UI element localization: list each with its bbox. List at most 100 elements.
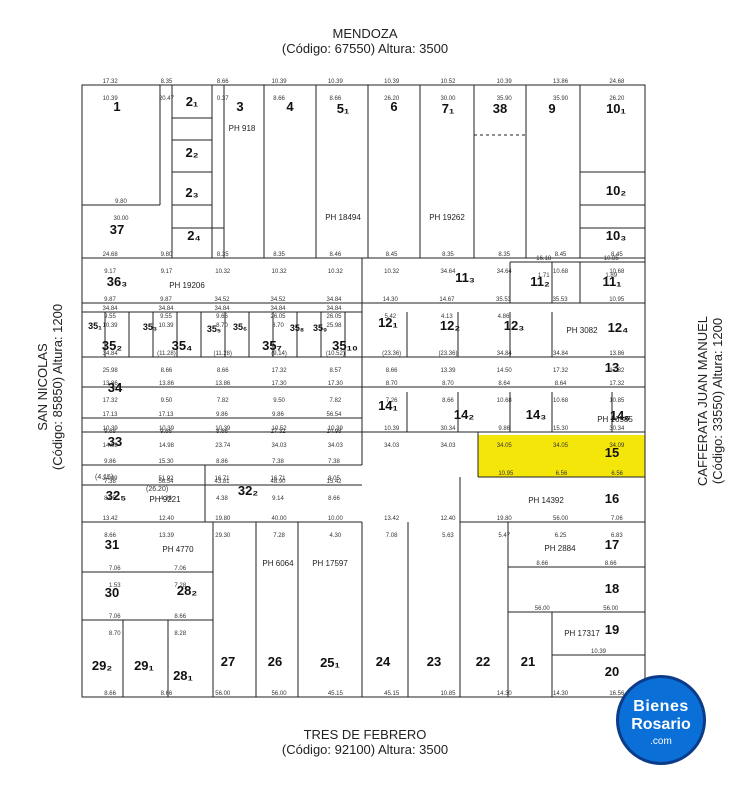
lot-label-2_1[interactable]: 2₁ — [186, 94, 199, 109]
lot-label-27[interactable]: 27 — [221, 654, 235, 669]
lot-label-20[interactable]: 20 — [605, 664, 619, 679]
lot-label-26[interactable]: 26 — [268, 654, 282, 669]
measure-label: 8.66 — [161, 691, 173, 697]
lot-label-35_3[interactable]: 35₃ — [143, 322, 157, 332]
lot-label-35_10[interactable]: 35₁₀ — [332, 338, 358, 353]
lot-label-31[interactable]: 31 — [105, 537, 119, 552]
measure-label: 26.05 — [326, 314, 342, 320]
measure-label: 17.13 — [102, 412, 118, 418]
measure-label: 5.42 — [384, 314, 396, 320]
lot-label-12_3[interactable]: 12₃ — [504, 318, 524, 333]
lot-label-7_1[interactable]: 7₁ — [442, 101, 455, 116]
measure-label: 16.18 — [536, 256, 552, 262]
lot-label-12_2[interactable]: 12₂ — [440, 318, 460, 333]
measure-label: 34.84 — [102, 306, 118, 312]
measure-label: 19.80 — [497, 516, 513, 522]
lot-label-14_1[interactable]: 14₁ — [378, 398, 398, 413]
lot-label-11_2[interactable]: 11₂ — [530, 274, 550, 289]
lot-label-35_2[interactable]: 35₂ — [102, 338, 122, 353]
lot-label-14_2[interactable]: 14₂ — [454, 407, 474, 422]
lot-label-14_6[interactable]: 14₆ — [610, 408, 630, 423]
measure-label: 10.68 — [609, 269, 625, 275]
measure-label: 13.42 — [103, 516, 119, 522]
measure-label: 6.83 — [611, 533, 623, 539]
lot-label-6[interactable]: 6 — [390, 99, 397, 114]
lot-label-12_1[interactable]: 12₁ — [378, 315, 398, 330]
lot-label-34[interactable]: 34 — [108, 380, 123, 395]
measure-label: 8.66 — [217, 368, 229, 374]
lot-label-19[interactable]: 19 — [605, 622, 619, 637]
lot-label-29_2[interactable]: 29₂ — [92, 658, 112, 673]
lot-label-28_2[interactable]: 28₂ — [177, 583, 197, 598]
lot-label-28_1[interactable]: 28₁ — [173, 668, 193, 683]
lot-label-35_7[interactable]: 35₇ — [262, 338, 282, 353]
lot-label-14_3[interactable]: 14₃ — [526, 407, 546, 422]
ph-label: PH 16585 — [597, 415, 633, 424]
lot-label-30[interactable]: 30 — [105, 585, 119, 600]
street-label-top: MENDOZA (Código: 67550) Altura: 3500 — [200, 26, 530, 56]
measure-label: 10.39 — [384, 426, 400, 432]
lot-label-1[interactable]: 1 — [113, 99, 120, 114]
lot-label-22[interactable]: 22 — [476, 654, 490, 669]
lot-label-2_2[interactable]: 2₂ — [185, 145, 198, 160]
measure-label: 15.30 — [158, 459, 174, 465]
lot-label-12_4[interactable]: 12₄ — [608, 320, 629, 335]
lot-label-10_2[interactable]: 10₂ — [606, 183, 626, 198]
lot-label-15[interactable]: 15 — [605, 445, 619, 460]
lot-label-3[interactable]: 3 — [236, 99, 243, 114]
measure-label: 56.00 — [603, 606, 619, 612]
measure-label: 10.68 — [497, 398, 513, 404]
lot-label-2_4[interactable]: 2₄ — [187, 228, 200, 243]
measure-label: 7.06 — [611, 516, 623, 522]
lot-label-9[interactable]: 9 — [548, 101, 555, 116]
lot-label-2_3[interactable]: 2₃ — [185, 185, 198, 200]
lot-label-11_1[interactable]: 11₁ — [602, 274, 621, 289]
lot-label-36_3[interactable]: 36₃ — [107, 274, 127, 289]
lot-label-21[interactable]: 21 — [521, 654, 535, 669]
lot-label-23[interactable]: 23 — [427, 654, 441, 669]
measure-label: 30.00 — [113, 216, 129, 222]
lot-label-35_6[interactable]: 35₆ — [233, 322, 247, 332]
lot-label-18[interactable]: 18 — [605, 581, 619, 596]
measure-label: 9.17 — [104, 269, 116, 275]
lot-label-11_3[interactable]: 11₃ — [455, 270, 475, 285]
lot-label-16[interactable]: 16 — [605, 491, 619, 506]
bienes-rosario-logo[interactable]: Bienes Rosario .com — [616, 675, 706, 765]
measure-label: 10.39 — [103, 96, 119, 102]
lot-label-4[interactable]: 4 — [286, 99, 294, 114]
lot-label-10_3[interactable]: 10₃ — [606, 228, 626, 243]
lot-label-35_8[interactable]: 35₈ — [290, 323, 304, 333]
measure-label: 30.34 — [440, 426, 456, 432]
measure-label: 8.45 — [555, 252, 567, 258]
lot-label-35_5[interactable]: 35₅ — [207, 324, 221, 334]
lot-label-32_5[interactable]: 32₅ — [106, 488, 126, 503]
lot-label-37[interactable]: 37 — [110, 222, 124, 237]
measure-label: (9.14) — [271, 351, 287, 357]
measure-label: 16.71 — [270, 476, 286, 482]
lot-label-17[interactable]: 17 — [605, 537, 619, 552]
ph-label: PH 19206 — [169, 281, 205, 290]
measure-label: 1.71 — [538, 273, 550, 279]
measure-label: 17.32 — [553, 368, 569, 374]
lot-label-35_4[interactable]: 35₄ — [172, 338, 193, 353]
lot-label-33[interactable]: 33 — [108, 434, 122, 449]
lot-label-35_9[interactable]: 35₉ — [313, 323, 327, 333]
measure-label: 25.98 — [326, 323, 342, 329]
measure-label: 9.80 — [161, 252, 173, 258]
measure-label: 13.86 — [159, 381, 175, 387]
measure-label: (4.15) — [95, 474, 113, 481]
measure-label: 0.37 — [217, 96, 229, 102]
lot-label-10_1[interactable]: 10₁ — [606, 101, 626, 116]
measure-label: 34.03 — [272, 443, 288, 449]
lot-label-24[interactable]: 24 — [376, 654, 391, 669]
measure-label: 8.66 — [217, 79, 229, 85]
measure-label: 8.64 — [498, 381, 510, 387]
lot-label-32_2[interactable]: 32₂ — [238, 483, 258, 498]
lot-label-5_1[interactable]: 5₁ — [337, 101, 350, 116]
lot-label-25_1[interactable]: 25₁ — [320, 655, 340, 670]
lot-label-29_1[interactable]: 29₁ — [134, 658, 154, 673]
lot-label-38[interactable]: 38 — [493, 101, 507, 116]
lot-label-13[interactable]: 13 — [605, 360, 619, 375]
lot-label-35_1[interactable]: 35₁ — [88, 321, 102, 331]
